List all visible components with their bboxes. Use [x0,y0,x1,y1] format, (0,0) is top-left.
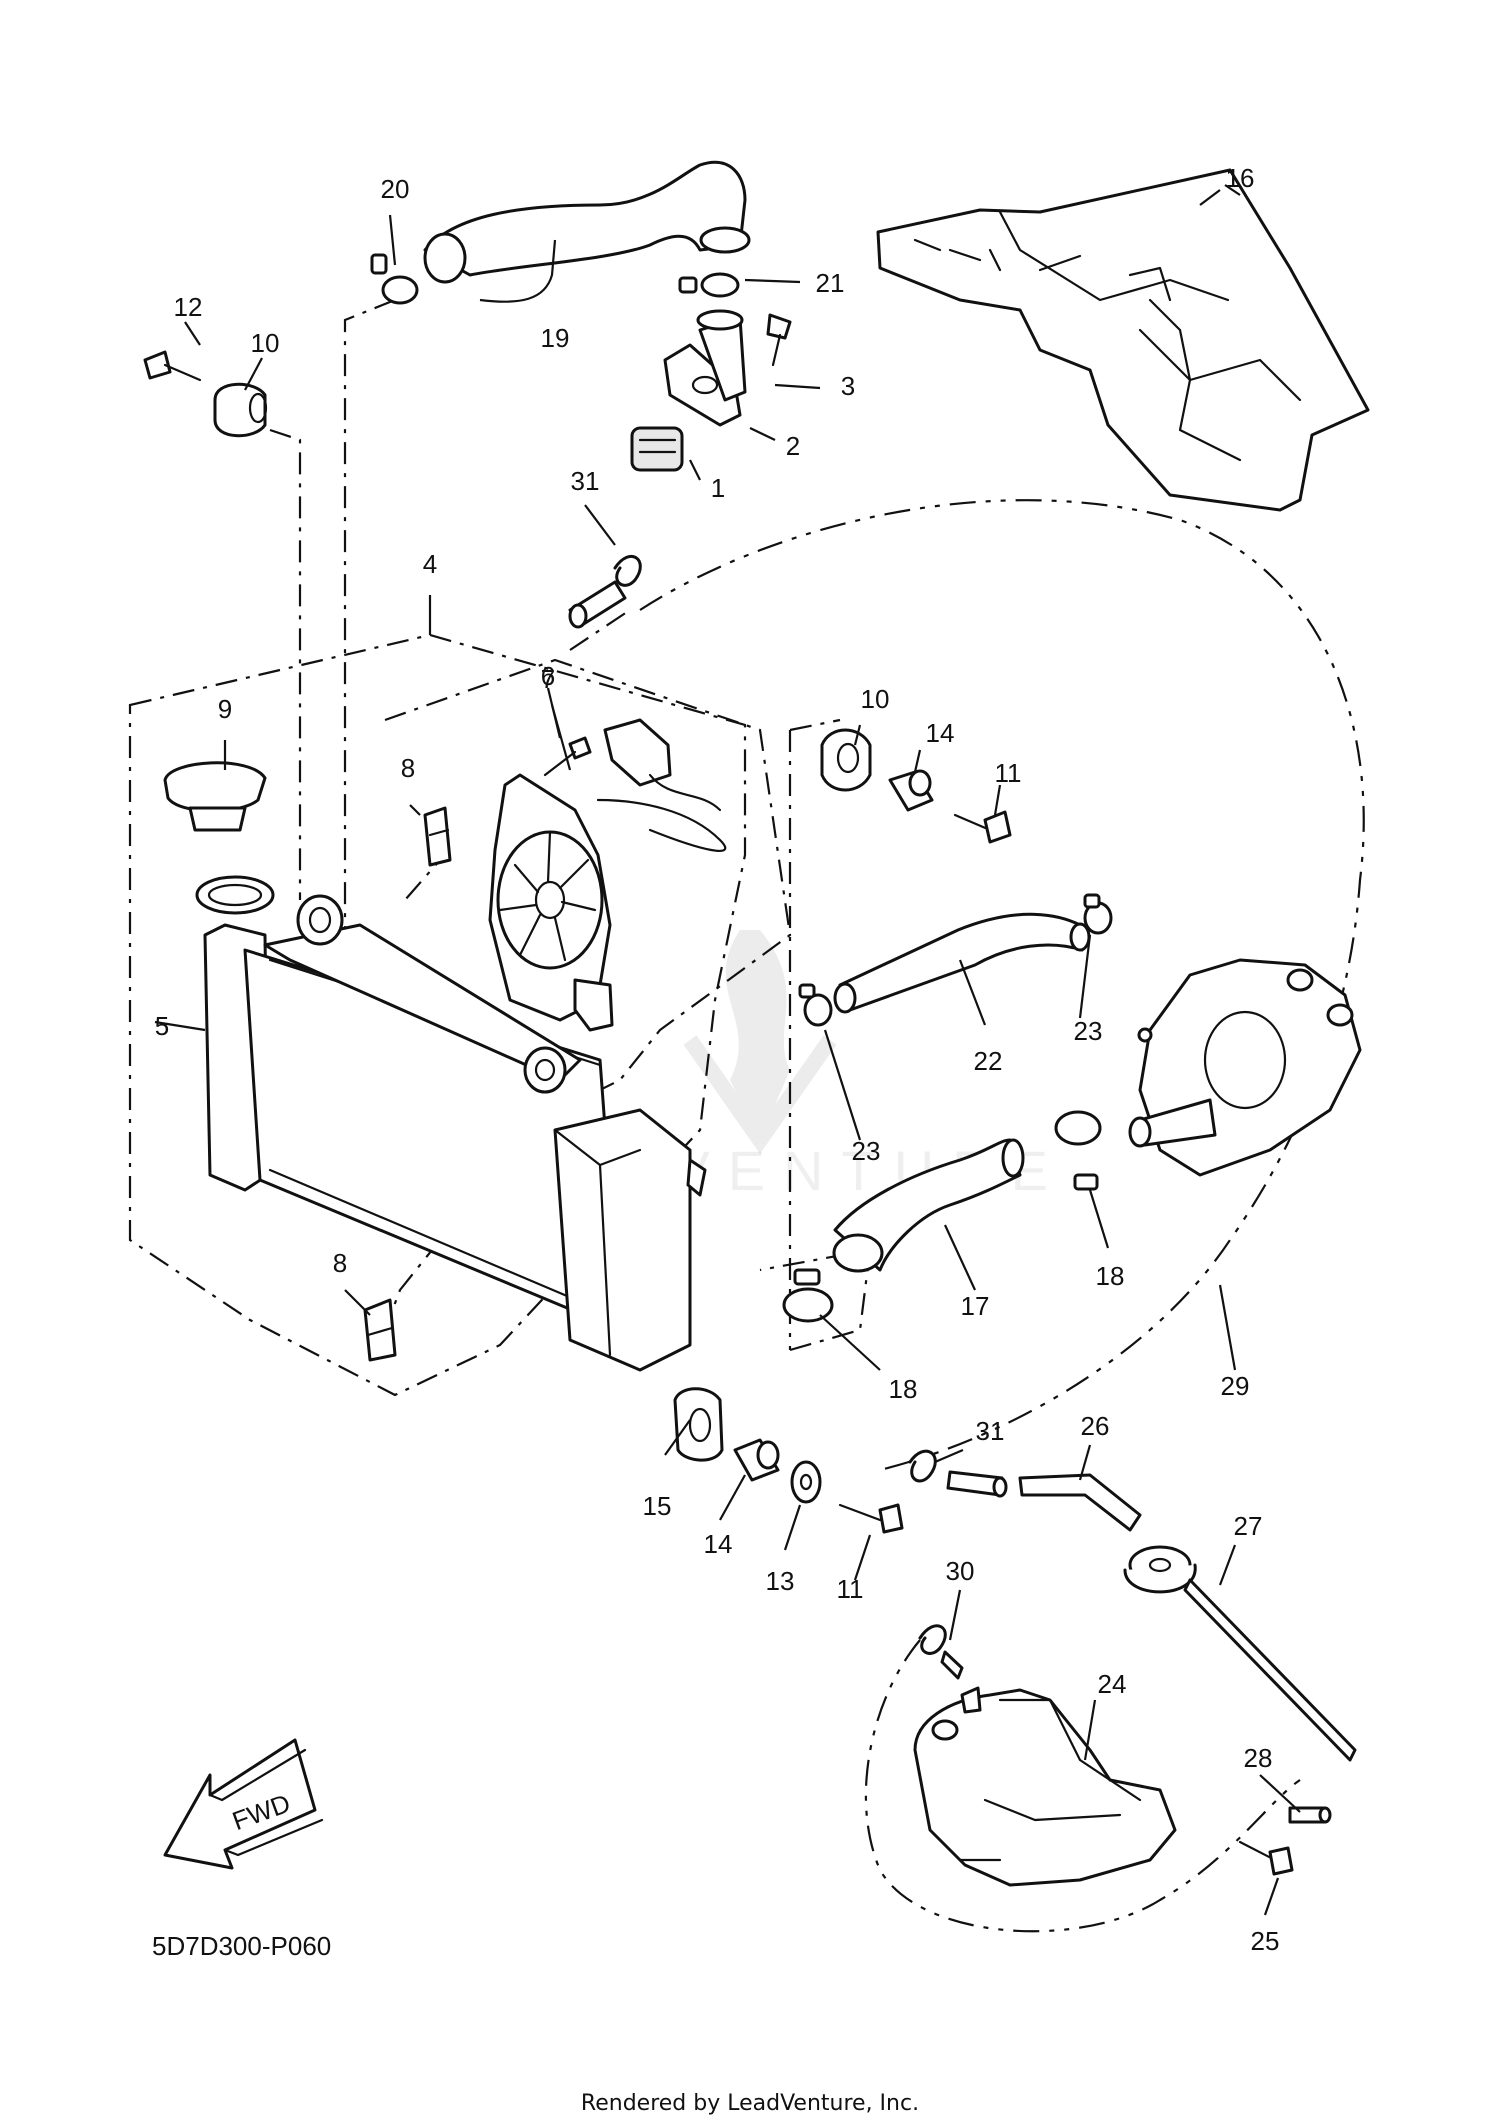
callout-26: 26 [1081,1411,1110,1441]
hose-clamp-part-23-lower [798,983,833,1027]
thermostat-part [630,426,684,472]
fan-link-dash [569,609,631,651]
bolt-part-3 [766,313,792,367]
callout-31-upper: 31 [571,466,600,496]
callout-18-upper: 18 [1096,1261,1125,1291]
callout-14-upper: 14 [926,718,955,748]
collar-part-14-lower [733,1438,780,1482]
upper-hose-part [423,160,751,284]
grommet-part-10-upper [213,382,268,438]
hose-part-17 [832,1138,1025,1273]
callout-11-lower: 11 [837,1574,864,1604]
tank-hose-route [864,1639,1301,1933]
hose-clamp-part-21 [678,272,740,298]
washer-part-13 [790,1460,822,1504]
water-pump-cover-part [1128,958,1362,1177]
bolt-part-7 [543,736,592,777]
air-shroud-part [876,168,1370,512]
diagram-code: 5D7D300-P060 [152,1931,331,1961]
callout-22: 22 [974,1046,1003,1076]
reservoir-tank-part [913,1686,1177,1887]
hose-part-26 [1018,1473,1142,1532]
hose-piece-lower [946,1470,1008,1498]
clip-part-8-upper [423,806,452,867]
callout-21: 21 [816,268,845,298]
callout-9: 9 [218,694,232,724]
overflow-hose-route [639,499,1365,1472]
callout-23-upper: 23 [1074,1016,1103,1046]
callout-18-lower: 18 [889,1374,918,1404]
grommet-part-15 [673,1387,724,1462]
radiator-cap-part [163,761,275,915]
callout-16: 16 [1226,163,1255,193]
fwd-direction-arrow: FWD [163,1738,324,1870]
callout-19: 19 [541,323,570,353]
hose-19-leader-dash [343,298,396,935]
callout-8-upper: 8 [401,753,415,783]
callout-29: 29 [1221,1371,1250,1401]
callout-23-lower: 23 [852,1136,881,1166]
callout-28: 28 [1244,1743,1273,1773]
radiator-part [203,894,707,1372]
clip-part-30 [918,1624,964,1680]
leader-lines [154,184,1301,1916]
callout-2: 2 [786,431,800,461]
callout-20: 20 [381,174,410,204]
bolt-part-12 [143,350,202,382]
callout-10-upper: 10 [251,328,280,358]
tank-cap-part [1123,1545,1357,1762]
callout-13: 13 [766,1566,795,1596]
render-credit: Rendered by LeadVenture, Inc. [581,2091,919,2116]
callout-25: 25 [1251,1926,1280,1956]
radiator-assembly-outline [128,633,747,1397]
hose-clamp-part-20 [370,253,419,305]
callout-7: 7 [541,664,555,694]
hose-group-outline [759,718,872,1352]
clip-part-8-lower [363,1298,397,1362]
bolt-part-11-lower [838,1503,904,1534]
clip-part-31-upper [613,554,642,587]
collar-part-14-upper [888,769,934,812]
callout-14-lower: 14 [704,1529,733,1559]
hose-clamp-part-18-upper [1054,1110,1102,1191]
callout-11-upper: 11 [995,758,1022,788]
callout-31-lower: 31 [976,1416,1005,1446]
hose-clamp-part-23-upper [1083,893,1113,935]
callout-1: 1 [711,473,725,503]
mount-12-leader-dash [269,428,302,900]
grommet-part-10-lower [820,728,872,792]
callout-4: 4 [423,549,437,579]
callout-12: 12 [174,292,203,322]
callout-17: 17 [961,1291,990,1321]
bolt-part-25 [1238,1840,1294,1876]
callout-6: 6 [541,661,555,691]
callout-24: 24 [1098,1669,1127,1699]
callout-10-lower: 10 [861,684,890,714]
hose-clamp-part-18-lower [782,1268,834,1323]
bolt-part-11-upper [953,810,1012,844]
callout-15: 15 [643,1491,672,1521]
callout-27: 27 [1234,1511,1263,1541]
callout-3: 3 [841,371,855,401]
hose-piece-upper [568,580,627,629]
callout-labels: 1 2 3 4 5 6 7 8 8 9 10 10 11 11 12 13 14… [155,163,1280,1956]
clip-part-31-lower [908,1449,937,1483]
fan-connector-part [603,718,722,812]
watermark-logo [683,930,837,1154]
callout-30: 30 [946,1556,975,1586]
callout-5: 5 [155,1011,169,1041]
fan-part [488,773,727,1032]
clip-leader-dash [383,1239,441,1331]
thermostat-cover-part [663,309,747,427]
callout-8-lower: 8 [333,1248,347,1278]
hose-part-28 [1288,1806,1332,1824]
